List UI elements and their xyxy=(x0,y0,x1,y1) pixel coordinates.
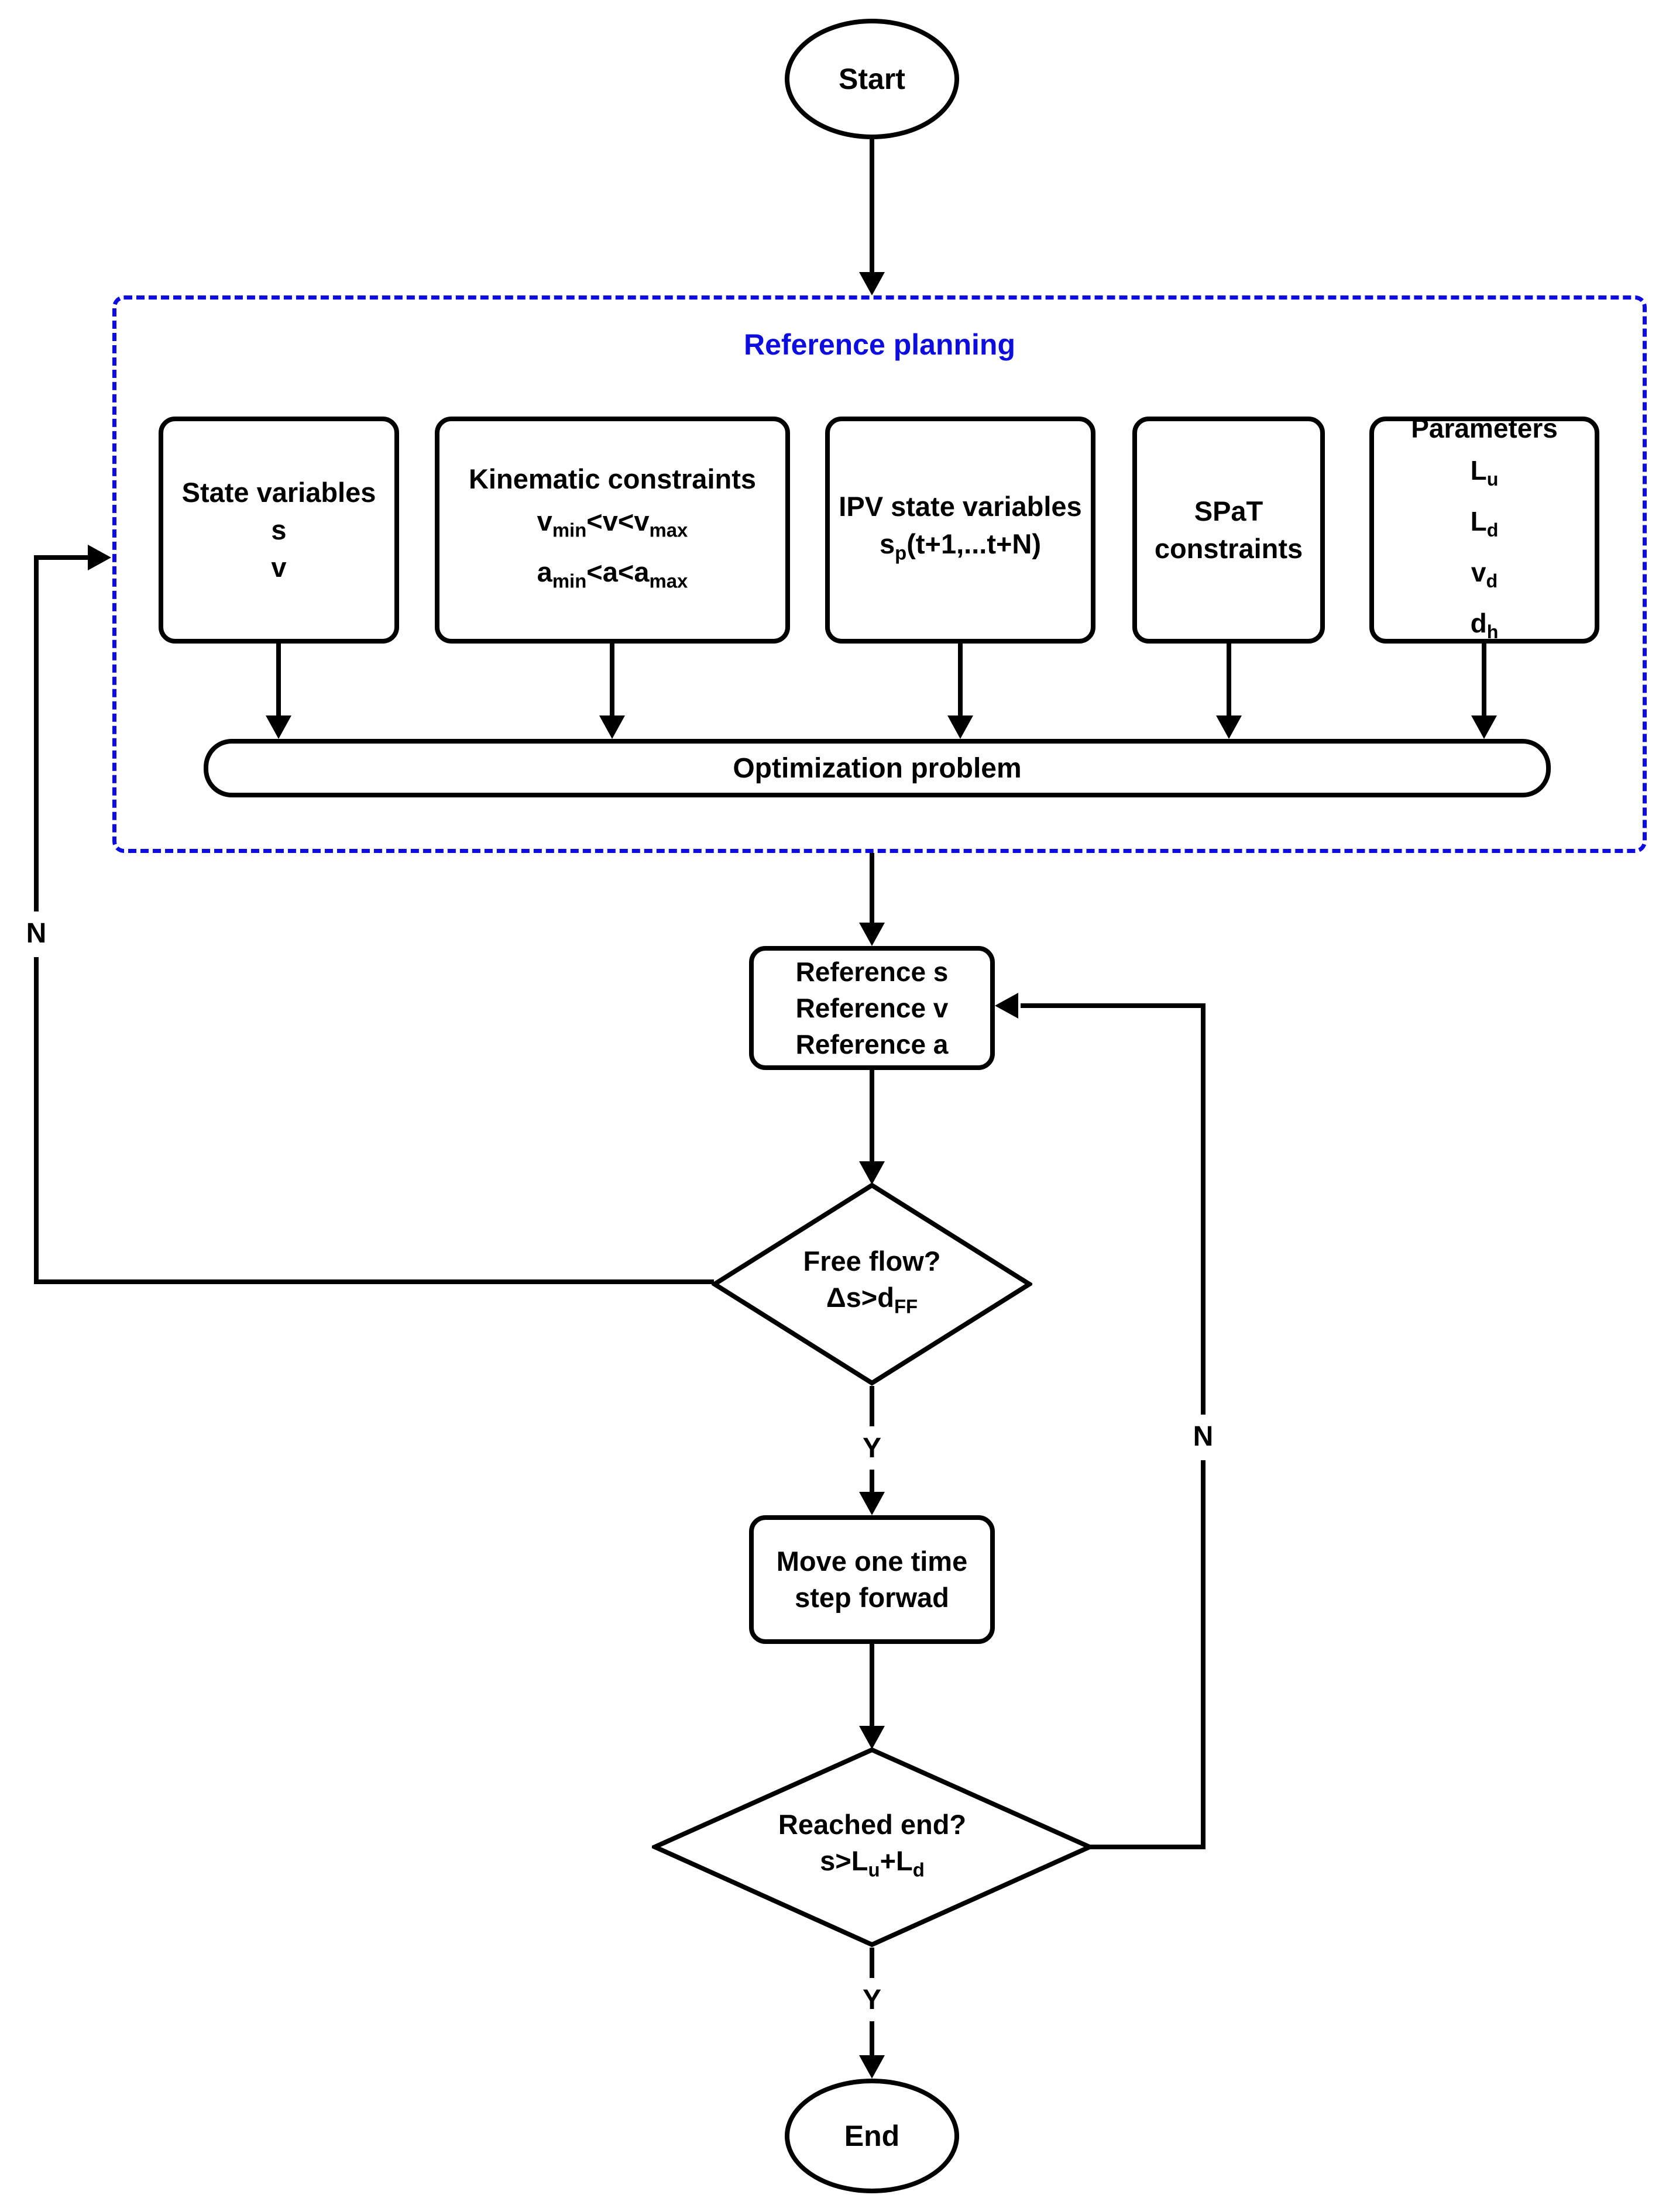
spat-constraints-box: SPaT constraints xyxy=(1132,417,1325,644)
freeflow-question: Free flow? xyxy=(803,1246,941,1277)
arrow-reference-to-freeflow-line xyxy=(870,1070,874,1161)
freeflow-condition: Δs>dFF xyxy=(826,1282,918,1317)
reference-planning-title: Reference planning xyxy=(744,328,1015,361)
arrow-reachedend-yes-line2 xyxy=(870,2021,874,2055)
parameters-box: Parameters Lu Ld vd dh xyxy=(1369,413,1599,644)
state-variables-box: State variables s v xyxy=(159,417,399,644)
reference-a: Reference a xyxy=(795,1029,949,1059)
reference-planning-container xyxy=(112,295,1647,853)
arrow-freeflow-yes-line1 xyxy=(870,1386,874,1429)
arrow-kinematic-to-optimization-line xyxy=(610,644,614,717)
arrow-move-to-reachedend-head xyxy=(859,1726,885,1749)
reference-outputs-box: Reference s Reference v Reference a xyxy=(749,946,995,1070)
freeflow-no-label: N xyxy=(15,911,57,956)
kinematic-title: Kinematic constraints xyxy=(468,463,757,494)
arrow-planning-to-reference-line xyxy=(870,853,874,923)
parameters-title: Parameters xyxy=(1411,412,1558,443)
arrow-parameters-to-optimization-line xyxy=(1482,644,1486,717)
arrow-planning-to-reference-head xyxy=(859,923,885,946)
arrow-reference-to-freeflow-head xyxy=(859,1161,885,1185)
freeflow-no-head xyxy=(88,545,111,570)
freeflow-no-vertical-line-lower xyxy=(34,957,39,1284)
optimization-problem-box: Optimization problem xyxy=(204,739,1551,797)
reachedend-no-top-line xyxy=(1021,1003,1206,1008)
arrow-reachedend-yes-line1 xyxy=(870,1948,874,1980)
arrow-parameters-to-optimization-head xyxy=(1471,715,1497,739)
state-variable-v: v xyxy=(271,552,287,583)
arrow-freeflow-yes-line2 xyxy=(870,1470,874,1493)
arrow-state-to-optimization-line xyxy=(276,644,281,717)
arrow-kinematic-to-optimization-head xyxy=(599,715,625,739)
reachedend-yes-label: Y xyxy=(851,1978,893,2022)
reference-v: Reference v xyxy=(795,993,949,1023)
start-label: Start xyxy=(839,63,905,95)
arrow-move-to-reachedend-line xyxy=(870,1644,874,1726)
kinematic-constraints-box: Kinematic constraints vmin<v<vmax amin<a… xyxy=(435,417,790,644)
parameter-vd: vd xyxy=(1471,557,1498,592)
ipv-formula: sp(t+1,...t+N) xyxy=(879,528,1042,564)
reachedend-question: Reached end? xyxy=(778,1808,967,1840)
reference-s: Reference s xyxy=(795,957,949,987)
arrow-state-to-optimization-head xyxy=(266,715,291,739)
freeflow-diamond xyxy=(712,1182,1032,1386)
arrow-spat-to-optimization-head xyxy=(1216,715,1242,739)
spat-title: SPaT constraints xyxy=(1154,496,1303,564)
arrow-ipv-to-optimization-head xyxy=(947,715,973,739)
freeflow-no-top-line xyxy=(34,555,89,560)
reachedend-diamond-text: Reached end? s>Lu+Ld xyxy=(652,1747,1093,1948)
arrow-spat-to-optimization-line xyxy=(1227,644,1231,717)
optimization-problem-label: Optimization problem xyxy=(733,752,1022,784)
reachedend-diamond xyxy=(652,1747,1093,1948)
arrow-start-to-planning-head xyxy=(859,272,885,295)
reachedend-no-label: N xyxy=(1182,1415,1224,1459)
arrow-start-to-planning-line xyxy=(870,137,874,273)
freeflow-no-bottom-line xyxy=(34,1279,714,1284)
end-node: End xyxy=(785,2079,959,2193)
reachedend-no-vertical-line-upper xyxy=(1201,1006,1206,1416)
ipv-state-variables-box: IPV state variables sp(t+1,...t+N) xyxy=(825,417,1095,644)
arrow-reachedend-yes-head xyxy=(859,2055,885,2079)
end-label: End xyxy=(844,2120,900,2152)
parameter-dh: dh xyxy=(1470,608,1499,643)
reachedend-no-head xyxy=(995,993,1018,1019)
state-variable-s: s xyxy=(271,514,287,545)
reachedend-no-vertical-line-lower xyxy=(1201,1460,1206,1849)
move-step-box: Move one time step forwad xyxy=(749,1515,995,1644)
parameter-ld: Ld xyxy=(1470,505,1499,541)
freeflow-no-vertical-line-upper xyxy=(34,555,39,913)
move-step-label: Move one time step forwad xyxy=(776,1546,968,1613)
reachedend-no-bottom-line xyxy=(1090,1845,1206,1849)
parameter-lu: Lu xyxy=(1470,455,1499,490)
start-node: Start xyxy=(785,19,959,139)
ipv-title: IPV state variables xyxy=(839,491,1082,522)
arrow-freeflow-yes-head xyxy=(859,1492,885,1515)
kinematic-acceleration-constraint: amin<a<amax xyxy=(537,556,688,592)
reachedend-condition: s>Lu+Ld xyxy=(820,1845,925,1881)
state-variables-title: State variables xyxy=(181,477,376,508)
freeflow-yes-label: Y xyxy=(851,1426,893,1471)
freeflow-diamond-text: Free flow? Δs>dFF xyxy=(712,1182,1032,1386)
kinematic-velocity-constraint: vmin<v<vmax xyxy=(537,505,688,541)
arrow-ipv-to-optimization-line xyxy=(958,644,963,717)
